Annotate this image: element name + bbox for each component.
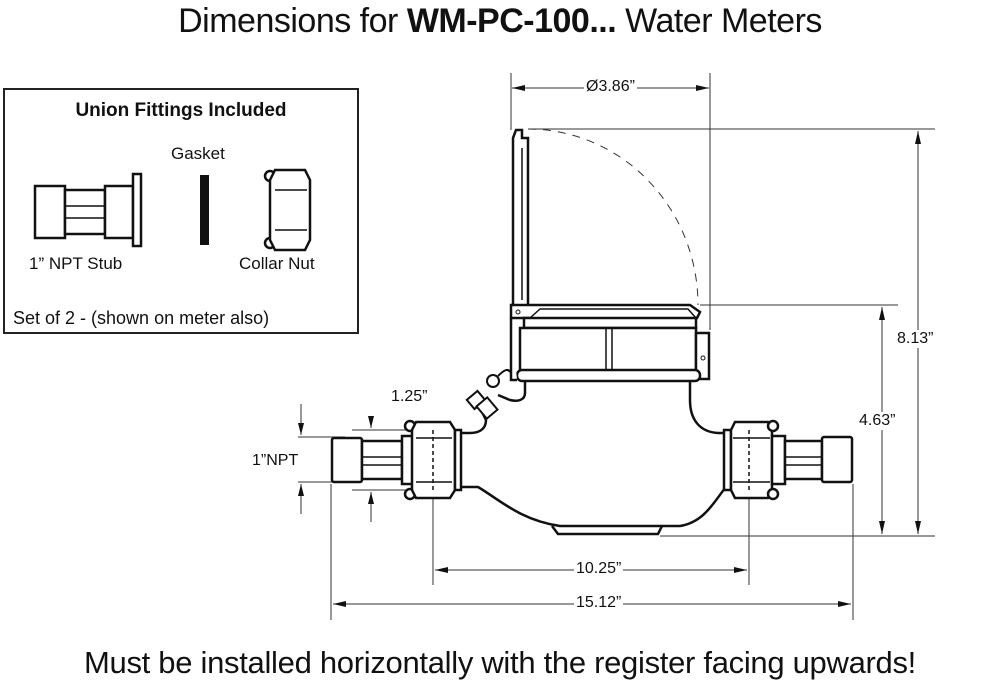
inset-drawing	[33, 168, 312, 252]
overall-length-dimension: 15.12”	[574, 594, 624, 612]
title-model: WM-PC-100...	[406, 2, 617, 40]
union-fittings-inset: Union Fittings Included Gasket 1” NPT St…	[3, 88, 359, 334]
test-plug-icon	[465, 368, 511, 421]
gasket-label: Gasket	[171, 144, 225, 163]
npt-size-dimension: 1”NPT	[250, 452, 301, 470]
body-length-dimension: 10.25”	[574, 560, 624, 578]
page-title: Dimensions for WM-PC-100... Water Meters	[0, 2, 1000, 41]
npt-stub-icon	[33, 172, 143, 248]
diameter-dimension: Ø3.86”	[584, 78, 637, 96]
lid-swing-arc	[527, 128, 699, 306]
title-suffix: Water Meters	[616, 2, 822, 40]
meter-body-icon	[461, 381, 727, 536]
register-lid-icon	[511, 128, 530, 309]
inset-note: Set of 2 - (shown on meter also)	[13, 308, 270, 328]
dimension-arrows	[298, 85, 921, 607]
union-offset-dimension: 1.25”	[389, 388, 430, 406]
total-height-dimension: 8.13”	[895, 330, 936, 348]
inset-title: Union Fittings Included	[75, 100, 287, 121]
register-icon	[509, 303, 711, 383]
installation-warning: Must be installed horizontally with the …	[84, 645, 916, 680]
title-prefix: Dimensions for	[178, 2, 407, 40]
gasket-icon	[200, 175, 209, 245]
left-union-fitting-icon	[330, 419, 463, 501]
collar-nut-label: Collar Nut	[239, 254, 315, 273]
npt-stub-label: 1” NPT Stub	[29, 254, 123, 273]
collar-nut-icon	[263, 168, 312, 252]
body-height-dimension: 4.63”	[857, 412, 898, 430]
right-union-fitting-icon	[722, 419, 854, 501]
